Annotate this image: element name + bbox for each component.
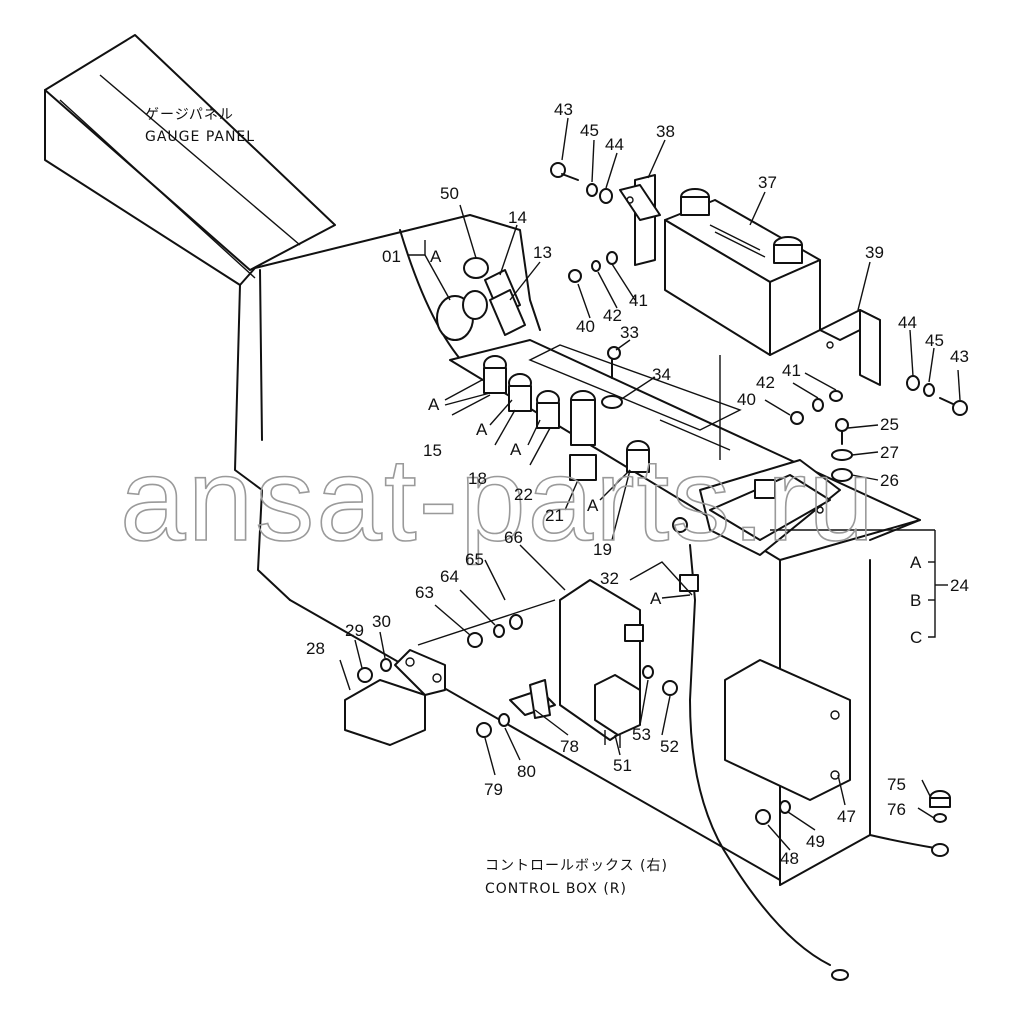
- callout-label: 80: [517, 762, 536, 781]
- callout-label: 48: [780, 849, 799, 868]
- callout-label: 27: [880, 443, 899, 462]
- cap-part-50: [463, 257, 489, 279]
- callout-label: 41: [782, 361, 801, 380]
- callout-label: 13: [533, 243, 552, 262]
- gauge-panel-caption-en: GAUGE PANEL: [145, 129, 255, 145]
- callout-label: 01: [382, 247, 401, 266]
- callout-label: 34: [652, 365, 671, 384]
- callout-label: A: [428, 395, 440, 414]
- bracket-part-78: [509, 679, 556, 719]
- callout-labels: 43 45 44 38 37 50 14 01 A 13 39 40 42 41…: [306, 100, 969, 868]
- callout-label: 42: [756, 373, 775, 392]
- knob-part-18: [508, 373, 532, 412]
- callout-label: 40: [737, 390, 756, 409]
- callout-label: 50: [440, 184, 459, 203]
- callout-label: 28: [306, 639, 325, 658]
- control-box-caption-jp: コントロールボックス (右): [485, 858, 668, 874]
- battery-part-37: [664, 188, 821, 460]
- callout-label: 64: [440, 567, 459, 586]
- callout-label: 39: [865, 243, 884, 262]
- callout-label: 63: [415, 583, 434, 602]
- callout-label: 53: [632, 725, 651, 744]
- leader-lines: [339, 117, 961, 851]
- button-part-21: [569, 390, 597, 481]
- callout-label: 22: [514, 485, 533, 504]
- callout-label: 14: [508, 208, 527, 227]
- callout-label: 37: [758, 173, 777, 192]
- callout-label: 40: [576, 317, 595, 336]
- callout-label: 47: [837, 807, 856, 826]
- callout-label: C: [910, 628, 922, 647]
- screws-and-washers: [357, 162, 968, 825]
- callout-label: 15: [423, 441, 442, 460]
- callout-label: 44: [898, 313, 917, 332]
- gauge-panel-body: [44, 34, 541, 601]
- callout-label: 44: [605, 135, 624, 154]
- callout-label: A: [430, 247, 442, 266]
- callout-label: 42: [603, 306, 622, 325]
- callout-label: A: [476, 420, 488, 439]
- callout-label: 43: [950, 347, 969, 366]
- callout-label: 45: [925, 331, 944, 350]
- callout-label: 75: [887, 775, 906, 794]
- callout-label: A: [650, 589, 662, 608]
- callout-label: 65: [465, 550, 484, 569]
- callout-label: 79: [484, 780, 503, 799]
- callout-label: 19: [593, 540, 612, 559]
- callout-label: 45: [580, 121, 599, 140]
- callout-label: 18: [468, 469, 487, 488]
- bracket-part-38: [619, 174, 661, 266]
- key-switch-part-01: [436, 290, 488, 341]
- callout-label: 25: [880, 415, 899, 434]
- panel-part-24: [699, 459, 841, 556]
- callout-label: 29: [345, 621, 364, 640]
- callout-label: B: [910, 591, 921, 610]
- knob-part-19: [626, 440, 650, 473]
- callout-label: 33: [620, 323, 639, 342]
- callout-label: 43: [554, 100, 573, 119]
- callout-label: A: [587, 496, 599, 515]
- gauge-panel-caption-jp: ゲージパネル: [145, 107, 234, 123]
- callout-label: 49: [806, 832, 825, 851]
- callout-label: 38: [656, 122, 675, 141]
- callout-label: 24: [950, 576, 969, 595]
- unit-part-28: [344, 649, 446, 746]
- watermark: ansat-parts.ru: [120, 434, 876, 566]
- callout-label: 26: [880, 471, 899, 490]
- callout-label: 66: [504, 528, 523, 547]
- callout-label: 32: [600, 569, 619, 588]
- unit-part-47: [724, 659, 851, 801]
- knob-part-15: [483, 355, 507, 394]
- bracket-part-39: [819, 309, 881, 386]
- control-box-caption-en: CONTROL BOX (R): [485, 881, 627, 897]
- terminal-part-75-76: [869, 790, 951, 857]
- callout-label: A: [510, 440, 522, 459]
- callout-label: A: [910, 553, 922, 572]
- callout-label: 51: [613, 756, 632, 775]
- knob-part-22: [536, 390, 560, 429]
- callout-label: 78: [560, 737, 579, 756]
- callout-label: 76: [887, 800, 906, 819]
- callout-label: 52: [660, 737, 679, 756]
- callout-label: 41: [629, 291, 648, 310]
- switch-part-14: [484, 269, 526, 336]
- callout-label: 21: [545, 506, 564, 525]
- callout-label: 30: [372, 612, 391, 631]
